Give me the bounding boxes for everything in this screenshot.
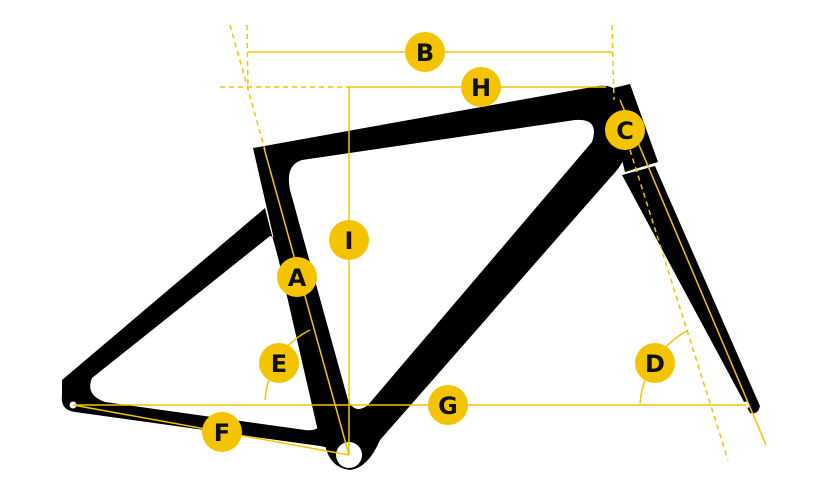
label-H-text: H — [471, 74, 491, 102]
label-C: C — [605, 110, 645, 150]
label-A-text: A — [288, 264, 307, 292]
label-B-text: B — [416, 39, 434, 67]
label-C-text: C — [616, 117, 634, 145]
bike-frame — [61, 84, 760, 470]
label-I-text: I — [345, 227, 354, 255]
measurement-lines — [72, 24, 767, 461]
label-A: A — [277, 257, 317, 297]
label-H: H — [461, 67, 501, 107]
label-D: D — [635, 343, 675, 383]
label-B: B — [405, 32, 445, 72]
label-G-text: G — [438, 392, 458, 420]
label-G: G — [428, 385, 468, 425]
fork — [622, 166, 760, 414]
label-I: I — [329, 220, 369, 260]
label-F: F — [202, 412, 242, 452]
front-triangle — [253, 85, 632, 470]
label-D-text: D — [645, 350, 665, 378]
headset-divider — [619, 162, 661, 176]
label-E-text: E — [271, 350, 287, 378]
label-F-text: F — [214, 419, 230, 447]
label-E: E — [259, 343, 299, 383]
